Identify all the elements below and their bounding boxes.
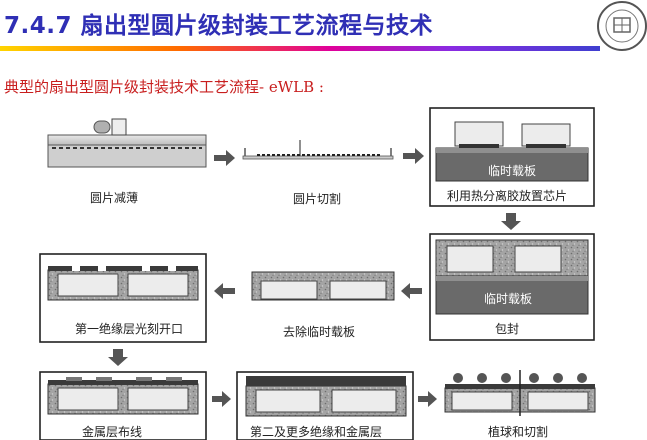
- label-wafer-thinning: 圆片减薄: [90, 191, 139, 205]
- page-title: 7.4.7 扇出型圆片级封装工艺流程与技术: [4, 13, 433, 39]
- label-chip-placement: 利用热分离胶放置芯片: [447, 189, 568, 203]
- metal-routing-panel: [39, 371, 207, 440]
- arrow-right-icon: [212, 391, 231, 407]
- molding-panel: [429, 233, 595, 341]
- label-wafer-cutting: 圆片切割: [293, 192, 342, 206]
- arrow-right-icon: [214, 150, 235, 166]
- arrow-down-icon: [108, 349, 128, 366]
- label-temp-carrier-2: 临时载板: [484, 292, 533, 306]
- label-molding: 包封: [495, 322, 520, 336]
- section-subtitle: 典型的扇出型圆片级封装技术工艺流程- eWLB :: [4, 78, 324, 96]
- label-ball-and-cut: 植球和切割: [488, 425, 549, 439]
- arrow-down-icon: [501, 213, 521, 230]
- wafer-cutting-illustration: [242, 140, 394, 160]
- arrow-left-icon: [401, 283, 422, 299]
- wafer-thinning-illustration: [47, 118, 207, 168]
- arrow-right-icon: [403, 148, 424, 164]
- university-seal-logo: [597, 1, 647, 51]
- ball-and-cut-illustration: [444, 370, 596, 416]
- title-divider: [0, 46, 600, 51]
- label-first-insulation: 第一绝缘层光刻开口: [75, 322, 184, 336]
- arrow-right-icon: [418, 391, 437, 407]
- arrow-left-icon: [214, 283, 235, 299]
- more-layers-panel: [236, 371, 414, 440]
- label-metal-routing: 金属层布线: [82, 425, 143, 439]
- remove-carrier-illustration: [251, 271, 395, 301]
- label-temp-carrier-1: 临时载板: [488, 164, 537, 178]
- label-remove-carrier: 去除临时载板: [283, 325, 356, 339]
- label-more-layers: 第二及更多绝缘和金属层: [250, 425, 383, 439]
- chip-placement-panel: [429, 107, 595, 207]
- first-insulation-panel: [39, 253, 207, 343]
